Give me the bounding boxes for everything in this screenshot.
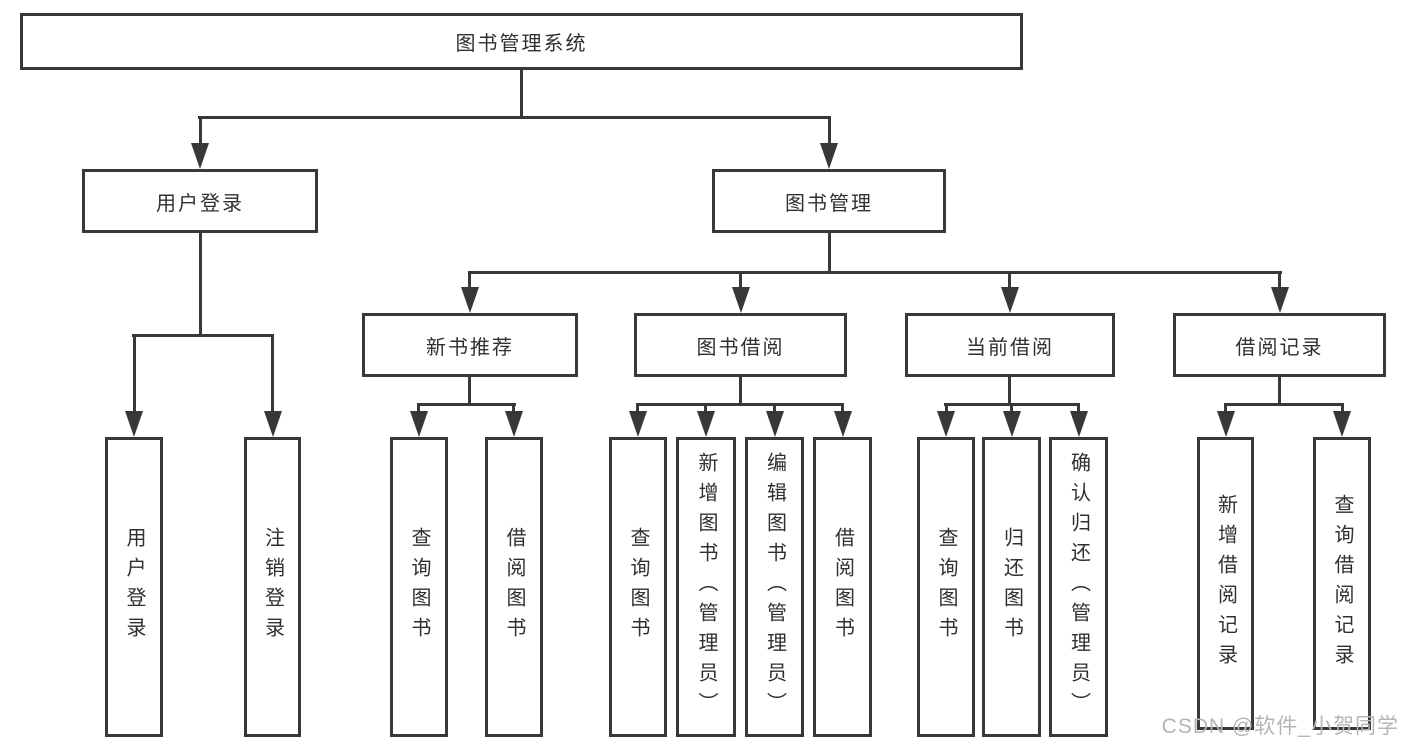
edge-stem xyxy=(1008,377,1011,406)
arrow-down-icon xyxy=(505,411,523,437)
edge-stem xyxy=(199,233,202,337)
arrow-down-icon xyxy=(410,411,428,437)
leaf-label: 查询图书 xyxy=(627,527,649,647)
node-book-borrowing: 图书借阅 xyxy=(634,313,847,377)
node-new-book-recommendation: 新书推荐 xyxy=(362,313,578,377)
edge-bar xyxy=(132,334,274,337)
node-label: 新书推荐 xyxy=(426,336,514,359)
leaf-label: 新增图书（管理员） xyxy=(695,452,717,722)
arrow-down-icon xyxy=(191,143,209,169)
node-label: 图书管理系统 xyxy=(455,33,588,55)
edge-stem xyxy=(636,403,639,413)
edge-bar xyxy=(469,271,1282,274)
edge-stem xyxy=(1278,271,1281,289)
edge-stem xyxy=(1341,403,1344,413)
node-library-management-system: 图书管理系统 xyxy=(20,13,1023,70)
leaf-borrow-books: 借阅图书 xyxy=(485,437,543,737)
edge-stem xyxy=(520,70,523,119)
leaf-user-login: 用户登录 xyxy=(105,437,163,737)
leaf-label: 查询图书 xyxy=(408,527,430,647)
leaf-logout: 注销登录 xyxy=(244,437,301,737)
edge-stem xyxy=(417,403,420,413)
node-label: 图书借阅 xyxy=(696,336,785,359)
arrow-down-icon xyxy=(1271,287,1289,313)
arrow-down-icon xyxy=(697,411,715,437)
leaf-label: 确认归还（管理员） xyxy=(1067,452,1090,722)
leaf-query-books: 查询图书 xyxy=(917,437,975,737)
edge-stem xyxy=(512,403,515,413)
arrow-down-icon xyxy=(937,411,955,437)
leaf-add-books-admin: 新增图书（管理员） xyxy=(676,437,736,737)
edge-stem xyxy=(468,377,471,406)
edge-stem xyxy=(841,403,844,413)
arrow-down-icon xyxy=(264,411,282,437)
node-label: 当前借阅 xyxy=(966,336,1054,359)
arrow-down-icon xyxy=(1003,411,1021,437)
edge-stem xyxy=(828,233,831,274)
leaf-query-books: 查询图书 xyxy=(390,437,448,737)
leaf-label: 借阅图书 xyxy=(831,527,854,647)
arrow-down-icon xyxy=(732,287,750,313)
leaf-query-books: 查询图书 xyxy=(609,437,667,737)
edge-stem xyxy=(1077,403,1080,413)
node-label: 用户登录 xyxy=(156,192,244,215)
leaf-add-borrow-record: 新增借阅记录 xyxy=(1197,437,1254,730)
csdn-watermark: CSDN @软件_小贺同学 xyxy=(1161,715,1399,738)
arrow-down-icon xyxy=(461,287,479,313)
edge-stem xyxy=(271,334,274,413)
leaf-borrow-books: 借阅图书 xyxy=(813,437,872,737)
leaf-label: 用户登录 xyxy=(123,527,145,647)
leaf-query-borrow-record: 查询借阅记录 xyxy=(1313,437,1371,730)
leaf-label: 查询图书 xyxy=(935,527,957,647)
leaf-label: 注销登录 xyxy=(261,527,284,647)
edge-stem xyxy=(773,403,776,413)
edge-stem xyxy=(1010,403,1013,413)
edge-stem xyxy=(739,377,742,406)
edge-bar xyxy=(1224,403,1344,406)
leaf-confirm-return-admin: 确认归还（管理员） xyxy=(1049,437,1108,737)
node-current-borrowing: 当前借阅 xyxy=(905,313,1115,377)
arrow-down-icon xyxy=(834,411,852,437)
node-user-login: 用户登录 xyxy=(82,169,318,233)
edge-stem xyxy=(1008,271,1011,289)
edge-stem xyxy=(828,116,831,145)
edge-stem xyxy=(1278,377,1281,406)
edge-stem xyxy=(199,116,202,145)
edge-stem xyxy=(945,403,948,413)
edge-stem xyxy=(133,334,136,413)
edge-stem xyxy=(1224,403,1227,413)
leaf-return-books: 归还图书 xyxy=(982,437,1041,737)
arrow-down-icon xyxy=(820,143,838,169)
node-label: 借阅记录 xyxy=(1235,336,1324,359)
node-label: 图书管理 xyxy=(785,192,873,215)
arrow-down-icon xyxy=(766,411,784,437)
leaf-label: 查询借阅记录 xyxy=(1331,493,1353,674)
edge-bar xyxy=(636,403,844,406)
node-book-management: 图书管理 xyxy=(712,169,946,233)
leaf-edit-books-admin: 编辑图书（管理员） xyxy=(745,437,804,737)
leaf-label: 新增借阅记录 xyxy=(1214,493,1237,674)
arrow-down-icon xyxy=(1217,411,1235,437)
arrow-down-icon xyxy=(1333,411,1351,437)
arrow-down-icon xyxy=(1001,287,1019,313)
edge-bar xyxy=(417,403,516,406)
edge-stem xyxy=(704,403,707,413)
leaf-label: 编辑图书（管理员） xyxy=(763,452,786,722)
leaf-label: 借阅图书 xyxy=(503,527,525,647)
edge-bar xyxy=(198,116,831,119)
node-borrowing-records: 借阅记录 xyxy=(1173,313,1386,377)
arrow-down-icon xyxy=(629,411,647,437)
edge-stem xyxy=(468,271,471,289)
edge-stem xyxy=(739,271,742,289)
leaf-label: 归还图书 xyxy=(1000,527,1023,647)
arrow-down-icon xyxy=(1070,411,1088,437)
arrow-down-icon xyxy=(125,411,143,437)
